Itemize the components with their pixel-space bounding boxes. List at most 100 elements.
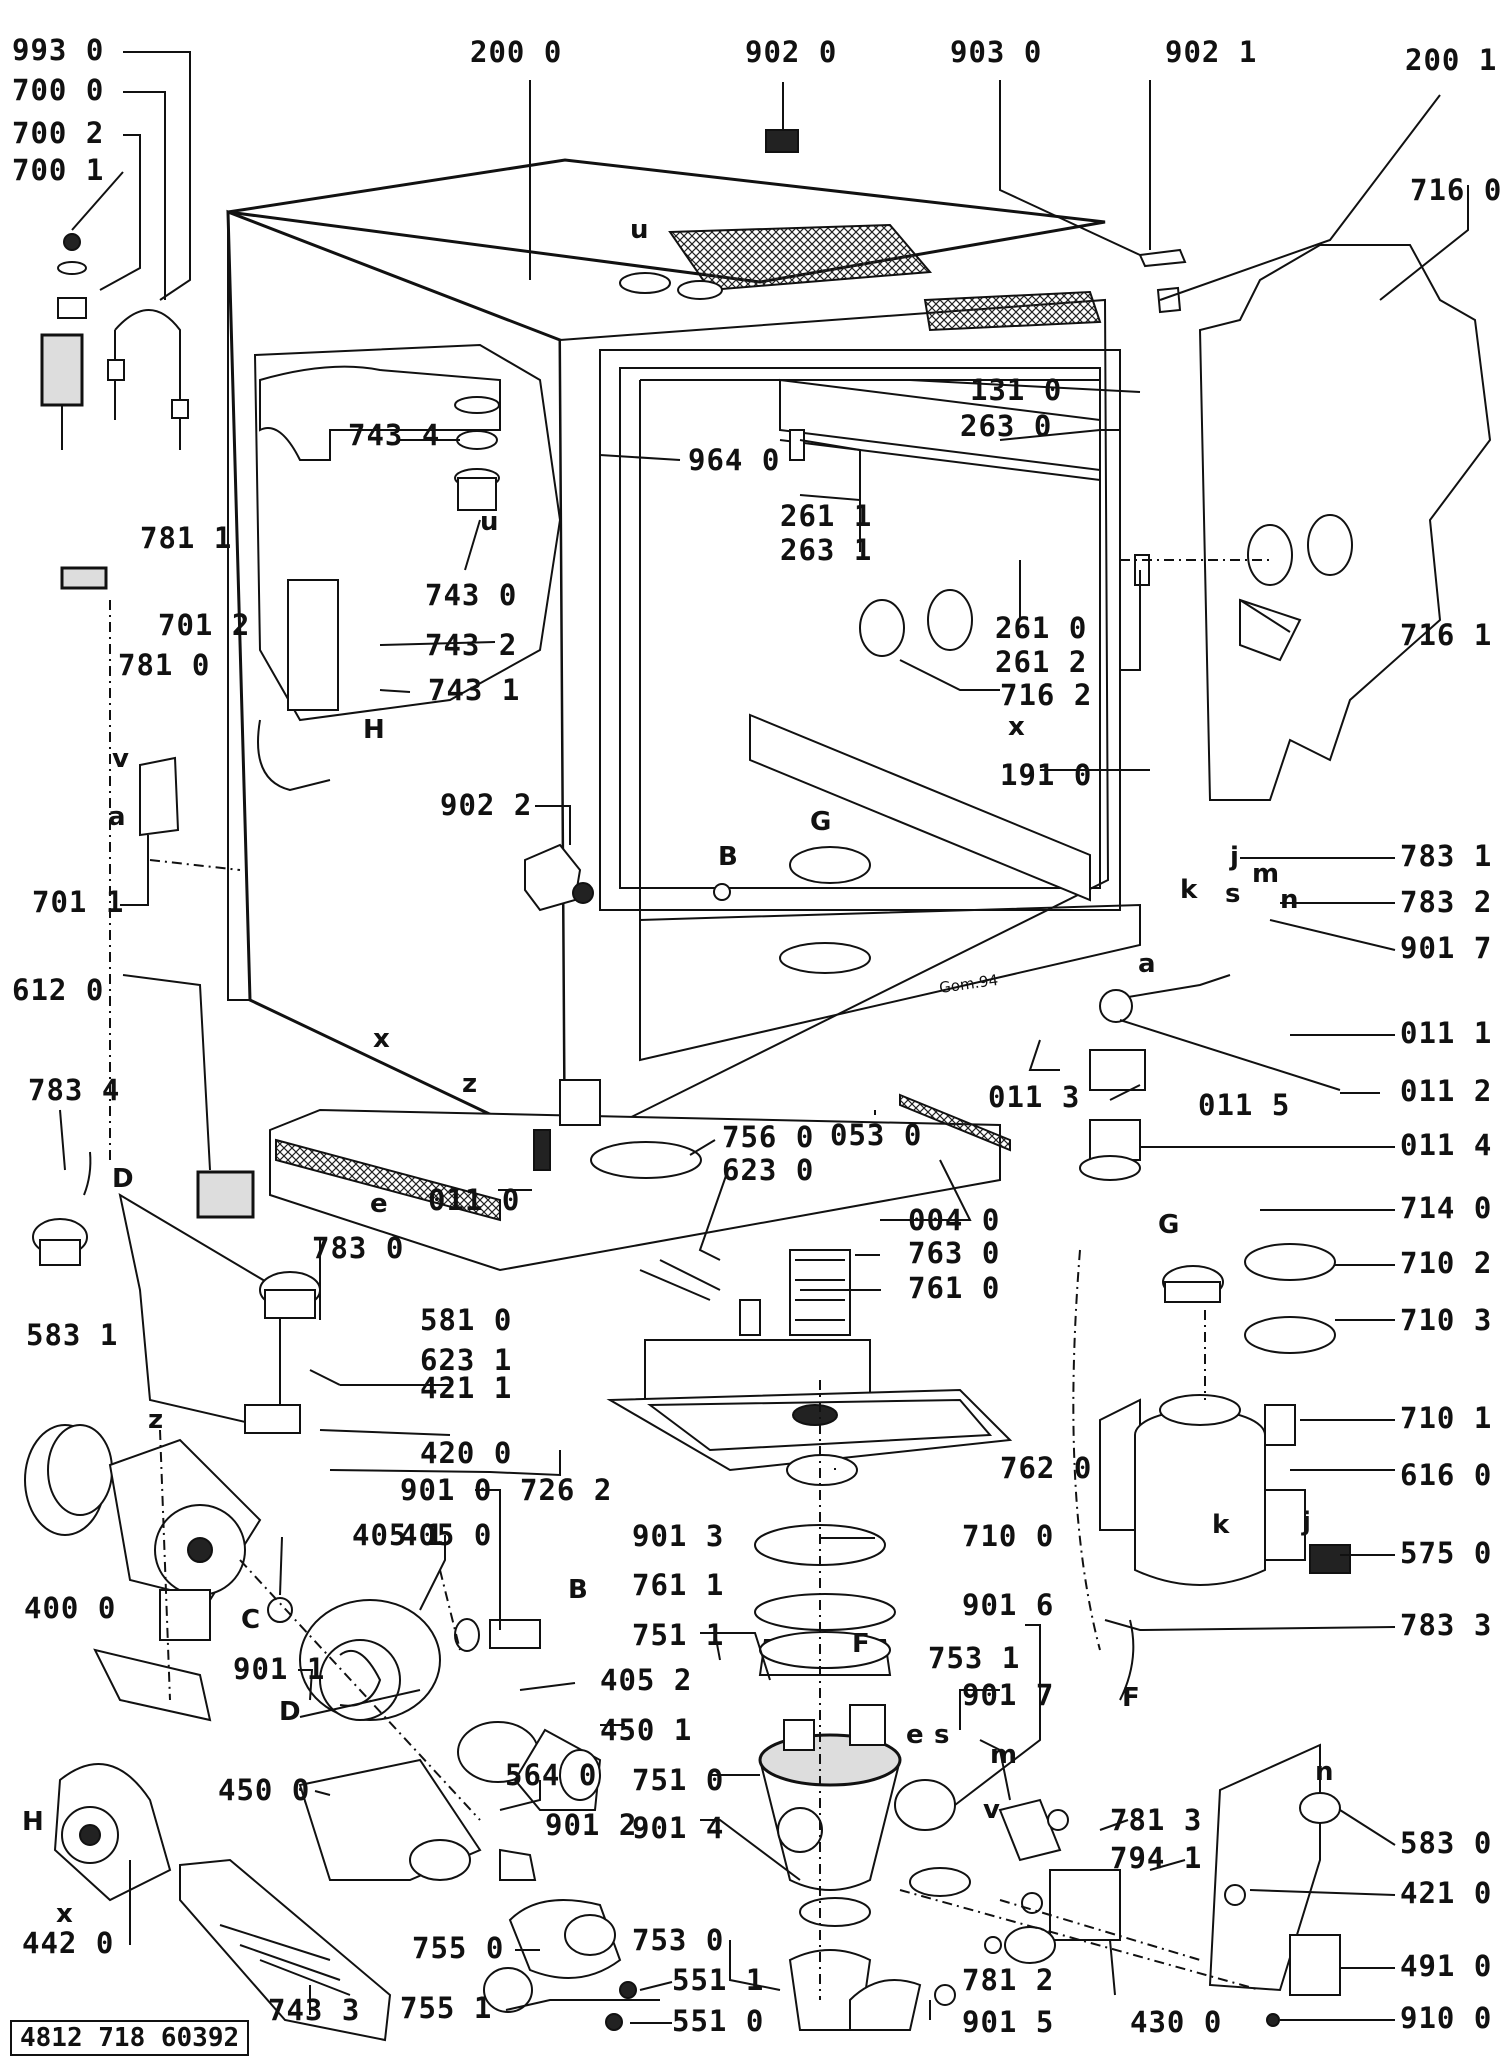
reference-letter-n: n	[1315, 1757, 1334, 1787]
part-label-901-2: 901 2	[545, 1808, 637, 1842]
part-label-004-0: 004 0	[908, 1203, 1000, 1237]
part-label-751-0: 751 0	[632, 1763, 724, 1797]
reference-letter-j: j	[1301, 1507, 1311, 1537]
part-label-700-1: 700 1	[12, 153, 104, 187]
part-label-623-1: 623 1	[420, 1343, 512, 1377]
part-label-421-1: 421 1	[420, 1371, 512, 1405]
water-softener	[1099, 1243, 1351, 1701]
part-label-701-2: 701 2	[158, 608, 250, 642]
part-label-442-0: 442 0	[22, 1926, 114, 1960]
heater-and-sensors	[1079, 974, 1341, 1181]
reference-letter-e: e	[906, 1720, 924, 1750]
part-label-710-3: 710 3	[1400, 1303, 1492, 1337]
part-label-783-0: 783 0	[312, 1231, 404, 1265]
sump-assembly	[606, 1249, 1121, 2031]
part-label-783-3: 783 3	[1400, 1608, 1492, 1642]
part-label-551-0: 551 0	[672, 2004, 764, 2038]
part-label-964-0: 964 0	[688, 443, 780, 477]
part-label-710-2: 710 2	[1400, 1246, 1492, 1280]
part-label-743-1: 743 1	[428, 673, 520, 707]
part-label-751-1: 751 1	[632, 1618, 724, 1652]
part-label-743-3: 743 3	[268, 1993, 360, 2027]
part-label-903-0: 903 0	[950, 35, 1042, 69]
part-label-261-2: 261 2	[995, 645, 1087, 679]
reference-letter-C: C	[241, 1605, 260, 1635]
part-label-400-0: 400 0	[24, 1591, 116, 1625]
part-label-420-0: 420 0	[420, 1436, 512, 1470]
parts-drawing	[24, 51, 1492, 2042]
part-label-583-1: 583 1	[26, 1318, 118, 1352]
reference-letter-H: H	[363, 715, 385, 745]
part-label-131-0: 131 0	[970, 373, 1062, 407]
part-label-450-0: 450 0	[218, 1773, 310, 1807]
part-label-191-0: 191 0	[1000, 758, 1092, 792]
part-label-901-3: 901 3	[632, 1519, 724, 1553]
reference-letter-D: D	[279, 1697, 301, 1727]
part-label-623-0: 623 0	[722, 1153, 814, 1187]
part-label-053-0: 053 0	[830, 1118, 922, 1152]
part-label-902-0: 902 0	[745, 35, 837, 69]
part-label-701-1: 701 1	[32, 885, 124, 919]
reference-letter-v: v	[112, 744, 129, 774]
document-number: 4812 718 60392	[10, 2020, 250, 2056]
reference-letter-k: k	[1180, 875, 1198, 905]
part-label-716-0: 716 0	[1410, 173, 1500, 207]
part-label-743-0: 743 0	[425, 578, 517, 612]
reference-letter-x: x	[56, 1899, 73, 1929]
reference-letter-e: e	[370, 1189, 388, 1219]
part-label-011-0: 011 0	[428, 1183, 520, 1217]
part-label-761-0: 761 0	[908, 1271, 1000, 1305]
part-label-716-1: 716 1	[1400, 618, 1492, 652]
part-label-901-7: 901 7	[1400, 931, 1492, 965]
reference-letter-z: z	[462, 1069, 477, 1099]
part-label-783-2: 783 2	[1400, 885, 1492, 919]
part-label-011-2: 011 2	[1400, 1074, 1492, 1108]
part-label-781-2: 781 2	[962, 1963, 1054, 1997]
part-label-200-1: 200 1	[1405, 43, 1497, 77]
reference-letter-m: m	[990, 1740, 1017, 1770]
part-label-405-2: 405 2	[600, 1663, 692, 1697]
reference-letter-a: a	[108, 802, 126, 832]
part-label-716-2: 716 2	[1000, 678, 1092, 712]
reference-letter-F: F	[852, 1629, 870, 1659]
reference-letter-k: k	[1212, 1510, 1230, 1540]
part-label-901-0: 901 0	[400, 1473, 492, 1507]
part-label-901-6: 901 6	[962, 1588, 1054, 1622]
reference-letter-a: a	[1138, 949, 1156, 979]
reference-letter-n: n	[1280, 885, 1299, 915]
reference-letter-v: v	[983, 1795, 1000, 1825]
part-label-261-0: 261 0	[995, 611, 1087, 645]
reference-letter-D: D	[112, 1164, 134, 1194]
reference-letter-x: x	[1008, 712, 1025, 742]
reference-letter-u: u	[480, 507, 499, 537]
part-label-564-0: 564 0	[505, 1758, 597, 1792]
part-label-910-0: 910 0	[1400, 2001, 1492, 2035]
part-label-755-1: 755 1	[400, 1991, 492, 2025]
reference-letter-m: m	[1252, 859, 1279, 889]
part-label-781-0: 781 0	[118, 648, 210, 682]
part-label-756-0: 756 0	[722, 1120, 814, 1154]
part-label-700-2: 700 2	[12, 116, 104, 150]
part-label-753-1: 753 1	[928, 1641, 1020, 1675]
part-label-583-0: 583 0	[1400, 1826, 1492, 1860]
part-label-011-1: 011 1	[1400, 1016, 1492, 1050]
part-label-700-0: 700 0	[12, 73, 104, 107]
reference-letter-x: x	[373, 1024, 390, 1054]
reference-letter-B: B	[718, 842, 738, 872]
reference-letter-F: F	[1122, 1683, 1140, 1713]
part-label-011-5: 011 5	[1198, 1088, 1290, 1122]
part-label-753-0: 753 0	[632, 1923, 724, 1957]
control-bracket	[1208, 1743, 1341, 2027]
reference-letter-s: s	[1225, 879, 1240, 909]
part-label-783-1: 783 1	[1400, 839, 1492, 873]
part-label-714-0: 714 0	[1400, 1191, 1492, 1225]
part-label-430-0: 430 0	[1130, 2005, 1222, 2039]
reference-letter-j: j	[1229, 842, 1239, 872]
part-label-762-0: 762 0	[1000, 1451, 1092, 1485]
part-label-901-7: 901 7	[962, 1678, 1054, 1712]
reference-letter-z: z	[148, 1405, 163, 1435]
part-label-405-1: 405 1	[352, 1518, 444, 1552]
part-label-901-1: 901 1	[233, 1652, 325, 1686]
